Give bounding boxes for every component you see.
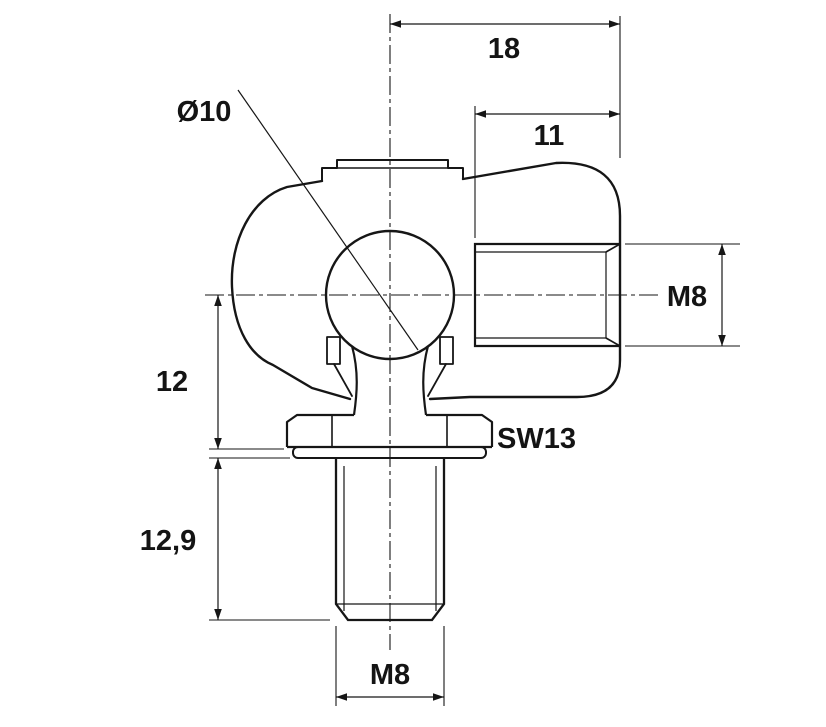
hole-major-outline xyxy=(473,242,620,348)
housing xyxy=(230,159,622,401)
dimension-stud-thread: M8 xyxy=(335,626,445,706)
dimension-thread-reach: 11 xyxy=(474,106,620,238)
stud-outline xyxy=(334,458,446,622)
dim-11-label: 11 xyxy=(534,120,565,152)
ball-stud-neck xyxy=(350,345,430,416)
side-thread-label: M8 xyxy=(667,281,707,313)
crimp-window-right xyxy=(439,336,454,365)
ball-diameter-callout: Ø10 xyxy=(177,89,419,351)
neck-left-edge xyxy=(350,345,358,416)
crimp-left-slant xyxy=(333,363,353,397)
dimension-stud-length: 12,9 xyxy=(140,457,330,621)
washer xyxy=(292,446,487,459)
housing-left-outline xyxy=(230,179,352,401)
dimension-center-to-collar: 12 xyxy=(156,295,284,450)
threaded-stud xyxy=(334,458,446,622)
hole-chamfer xyxy=(605,243,621,347)
dimension-overall-depth: 18 xyxy=(390,16,621,158)
housing-right-outline xyxy=(428,161,622,401)
dim-12-label: 12 xyxy=(156,366,188,398)
threaded-hole-m8 xyxy=(473,242,621,348)
ball-diameter-label: Ø10 xyxy=(177,96,232,128)
stud-thread-lines xyxy=(343,466,437,611)
neck-right-edge xyxy=(422,345,430,416)
centerlines xyxy=(205,14,660,650)
hole-thread-lines xyxy=(475,251,607,339)
wrench-size-label: SW13 xyxy=(497,423,576,455)
dimension-side-thread: M8 xyxy=(625,243,740,347)
stud-thread-label: M8 xyxy=(370,659,410,691)
crimp-window-left xyxy=(326,336,341,365)
dim-18-label: 18 xyxy=(488,33,520,65)
flange-facet-lines xyxy=(331,415,448,447)
cap-outline xyxy=(321,159,464,182)
ball xyxy=(324,229,456,361)
leader-line xyxy=(237,89,419,351)
dim-12-9-label: 12,9 xyxy=(140,525,196,557)
crimp-right-slant xyxy=(427,363,447,397)
